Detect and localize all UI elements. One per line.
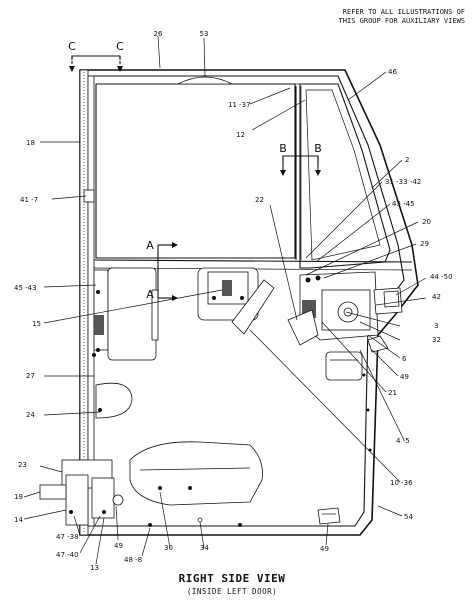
section-b-right-label: B <box>314 142 322 155</box>
armrest <box>129 441 263 506</box>
bottom-right-clip <box>317 507 341 525</box>
callout-30: 30 <box>164 544 173 552</box>
callout-15: 15 <box>32 320 41 328</box>
callout-44-50: 44 -50 <box>430 273 453 281</box>
callout-49c: 49 <box>320 545 329 553</box>
callout-53: 53 <box>200 30 209 38</box>
callout-32: 32 <box>432 336 441 344</box>
wedge-plate <box>287 309 319 346</box>
callout-labels: 26 53 46 11 -37 12 18 2 31 -33 -42 22 43… <box>14 30 453 572</box>
callout-42: 42 <box>432 293 441 301</box>
lower-hinge <box>39 459 124 526</box>
view-subtitle: (INSIDE LEFT DOOR) <box>187 587 277 596</box>
callout-21: 21 <box>388 389 397 397</box>
callout-19: 19 <box>14 493 23 501</box>
callout-54: 54 <box>404 513 413 521</box>
section-c-marker: C C <box>68 40 124 72</box>
diagonal-rod <box>231 279 275 335</box>
callout-2: 2 <box>405 156 409 164</box>
left-cutouts <box>95 382 133 419</box>
callout-3: 3 <box>434 322 438 330</box>
callout-49b: 49 <box>114 542 123 550</box>
callout-14: 14 <box>14 516 23 524</box>
view-title: RIGHT SIDE VIEW <box>179 572 286 585</box>
door-outline <box>79 69 419 536</box>
callout-23: 23 <box>18 461 27 469</box>
callout-47-38: 47 -38 <box>56 533 79 541</box>
callout-49a: 49 <box>400 373 409 381</box>
section-b-marker: B B <box>279 142 322 176</box>
callout-24: 24 <box>26 411 35 419</box>
section-b-left-label: B <box>279 142 287 155</box>
callout-47-40: 47 -40 <box>56 551 79 559</box>
callout-12: 12 <box>236 131 245 139</box>
left-panel-bracket <box>93 267 159 361</box>
callout-11-37: 11 -37 <box>228 101 251 109</box>
window-glass <box>95 76 391 269</box>
callout-48-8: 48 -8 <box>124 556 142 564</box>
callout-27: 27 <box>26 372 35 380</box>
callout-43-45: 43 -45 <box>392 200 415 208</box>
callout-13: 13 <box>90 564 99 572</box>
callout-34: 34 <box>200 544 209 552</box>
leader-lines <box>23 35 427 565</box>
callout-22: 22 <box>255 196 264 204</box>
section-a-marker: A A <box>146 239 178 301</box>
reference-note-line-1: REFER TO ALL ILLUSTRATIONS OF <box>343 8 465 16</box>
callout-26: 26 <box>154 30 163 38</box>
callout-18: 18 <box>26 139 35 147</box>
reference-note-line-2: THIS GROUP FOR AUXILIARY VIEWS <box>339 17 465 25</box>
callout-29: 29 <box>420 240 429 248</box>
callout-31-33-42: 31 -33 -42 <box>385 178 421 186</box>
section-c-right-label: C <box>116 40 124 53</box>
section-a-upper-label: A <box>146 239 154 252</box>
callout-46: 46 <box>388 68 397 76</box>
section-c-left-label: C <box>68 40 76 53</box>
callout-4-5: 4 -5 <box>396 437 410 445</box>
callout-20: 20 <box>422 218 431 226</box>
latch-mechanism <box>299 271 403 353</box>
section-a-lower-label: A <box>146 288 154 301</box>
callout-45-43: 45 -43 <box>14 284 37 292</box>
callout-10-36: 10 -36 <box>390 479 413 487</box>
callout-41-7: 41 -7 <box>20 196 38 204</box>
handle-block <box>325 351 363 381</box>
callout-6: 6 <box>402 355 407 363</box>
